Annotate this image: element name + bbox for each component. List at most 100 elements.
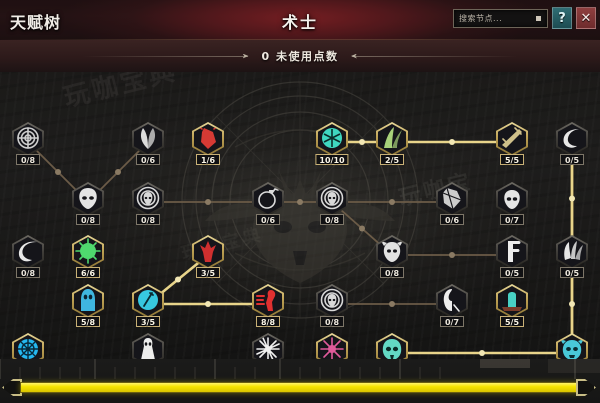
robed-figure-icon — [135, 336, 161, 359]
search-input[interactable]: 搜索节点... — [453, 9, 548, 28]
node-art — [498, 124, 526, 154]
talent-node[interactable]: 5/8 — [9, 333, 47, 359]
node-frame — [252, 182, 284, 216]
node-frame — [376, 333, 408, 359]
talent-node[interactable] — [553, 333, 591, 359]
talent-node[interactable]: 0/8 — [9, 122, 47, 165]
node-art — [378, 335, 406, 359]
talent-node[interactable]: 0/6 — [433, 182, 471, 225]
scroll-right-cap[interactable] — [576, 379, 596, 396]
talent-node[interactable]: 0/8 — [69, 182, 107, 225]
talent-node[interactable]: 5/5 — [313, 333, 351, 359]
node-rank-counter: 0/8 — [16, 154, 40, 165]
node-frame — [496, 182, 528, 216]
node-art — [558, 335, 586, 359]
node-rank-counter: 0/7 — [440, 316, 464, 327]
window-header: 天赋树 术士 搜索节点... ? ✕ — [0, 0, 600, 40]
talent-node[interactable]: 0/8 — [313, 284, 351, 327]
pink-star-icon — [319, 336, 345, 359]
link-midpoint-marker — [175, 276, 181, 283]
scroll-thumb[interactable] — [20, 382, 583, 393]
node-rank-counter: 0/5 — [560, 154, 584, 165]
green-claw-icon — [379, 125, 405, 153]
node-frame — [192, 122, 224, 156]
talent-node[interactable]: 0/7 — [493, 182, 531, 225]
talent-node[interactable]: 5/5 — [493, 122, 531, 165]
node-frame — [12, 333, 44, 359]
node-frame — [376, 235, 408, 269]
artifact-block-b — [548, 359, 600, 373]
node-frame — [192, 235, 224, 269]
hand-claw-icon — [559, 238, 585, 266]
node-rank-counter: 0/6 — [136, 154, 160, 165]
talent-node[interactable]: 0/6 — [249, 182, 287, 225]
node-art — [134, 124, 162, 154]
talent-tree-canvas[interactable]: 玩咖宝典 玩咖宝 玩咖宝典 0/80/61/610/102/55/50/50/8… — [0, 72, 600, 359]
node-art — [498, 184, 526, 214]
bottom-scrollbar-area[interactable] — [0, 359, 600, 403]
talent-node[interactable]: 1/6 — [189, 122, 227, 165]
node-rank-counter: 0/8 — [16, 267, 40, 278]
node-frame — [376, 122, 408, 156]
link-midpoint-marker — [479, 350, 485, 356]
node-art — [498, 237, 526, 267]
node-frame — [72, 235, 104, 269]
help-button[interactable]: ? — [552, 7, 572, 29]
link-midpoint-marker — [449, 252, 455, 258]
talent-node[interactable]: 0/8 — [313, 182, 351, 225]
talent-node[interactable]: 2/5 — [373, 333, 411, 359]
talent-node[interactable]: 0/5 — [553, 235, 591, 278]
talent-node[interactable]: 5/5 — [493, 284, 531, 327]
page-title: 天赋树 — [10, 13, 62, 32]
link-midpoint-marker — [389, 199, 395, 205]
scroll-left-cap[interactable] — [2, 379, 22, 396]
talent-node[interactable]: 0/8 — [129, 182, 167, 225]
node-frame — [316, 284, 348, 318]
link-midpoint-marker — [389, 301, 395, 307]
node-rank-counter: 6/6 — [76, 267, 100, 278]
talent-node[interactable]: 2/5 — [373, 122, 411, 165]
talent-node[interactable]: 0/7 — [249, 333, 287, 359]
close-button[interactable]: ✕ — [576, 7, 596, 29]
talent-node[interactable]: 3/5 — [189, 235, 227, 278]
link-midpoint-marker — [569, 301, 575, 307]
hooded-ring-icon — [319, 287, 345, 315]
node-art — [134, 335, 162, 359]
node-rank-counter: 3/5 — [196, 267, 220, 278]
talent-node[interactable]: 8/8 — [249, 284, 287, 327]
node-art — [194, 124, 222, 154]
skull-horn-icon — [499, 185, 525, 213]
node-art — [378, 124, 406, 154]
node-art — [378, 237, 406, 267]
talent-node[interactable]: 0/5 — [553, 122, 591, 165]
node-rank-counter: 0/5 — [500, 267, 524, 278]
node-art — [558, 124, 586, 154]
red-shard-icon — [195, 125, 221, 153]
ruler-ticks — [0, 359, 576, 379]
node-frame — [436, 182, 468, 216]
node-rank-counter: 3/5 — [136, 316, 160, 327]
talent-node[interactable]: 0/7 — [433, 284, 471, 327]
talent-node[interactable]: 0/8 — [129, 333, 167, 359]
node-frame — [556, 122, 588, 156]
talent-node[interactable]: 0/8 — [9, 235, 47, 278]
talent-node[interactable]: 3/5 — [129, 284, 167, 327]
node-rank-counter: 5/8 — [76, 316, 100, 327]
talent-node[interactable]: 6/6 — [69, 235, 107, 278]
talent-node[interactable]: 0/6 — [129, 122, 167, 165]
node-frame — [556, 333, 588, 359]
talent-node[interactable]: 0/5 — [493, 235, 531, 278]
caret-icon — [536, 16, 541, 21]
class-title: 术士 — [281, 13, 318, 32]
artifact-block-a — [480, 359, 530, 368]
crystal-shard-icon — [439, 185, 465, 213]
node-art — [14, 335, 42, 359]
link-midpoint-marker — [55, 169, 61, 175]
talent-node[interactable]: 0/8 — [373, 235, 411, 278]
node-rank-counter: 0/8 — [320, 214, 344, 225]
talent-node[interactable]: 5/8 — [69, 284, 107, 327]
cyan-orb-icon — [135, 287, 161, 315]
blue-rune-orb-icon — [15, 336, 41, 359]
link-midpoint-marker — [359, 225, 365, 232]
talent-node[interactable]: 10/10 — [313, 122, 351, 165]
